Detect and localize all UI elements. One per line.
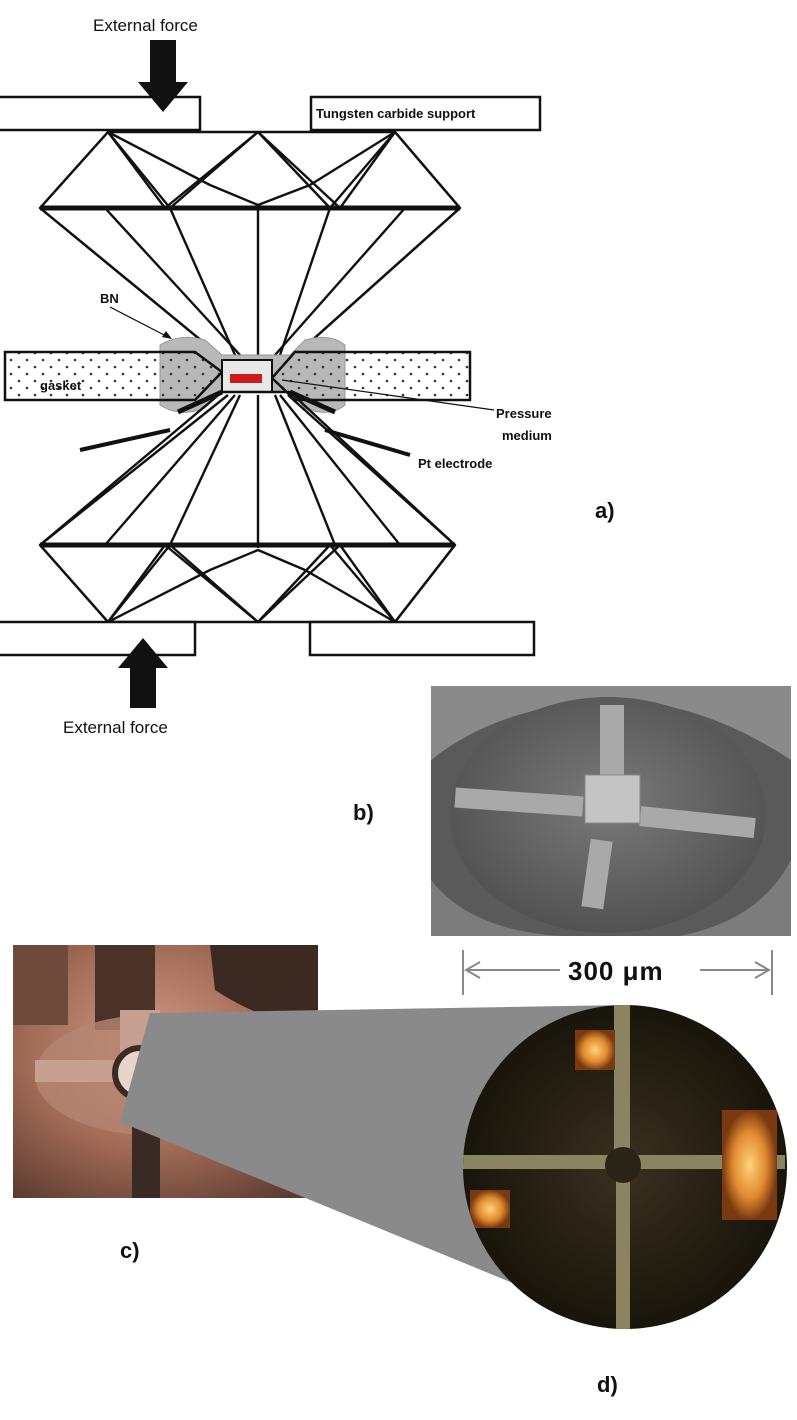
sample: [230, 374, 262, 383]
panel-a-label: a): [595, 498, 615, 523]
bn-leader-head: [162, 331, 172, 339]
panel-b-label: b): [353, 800, 374, 825]
top-left-support-plate: [0, 95, 202, 132]
scale-bar: 300 μm: [462, 950, 773, 995]
external-force-arrow-down: [138, 40, 188, 112]
bottom-right-support-plate: [308, 620, 536, 657]
bottom-left-support-plate: [0, 620, 197, 657]
pt-electrode-label: Pt electrode: [418, 456, 492, 471]
external-force-bottom-label: External force: [63, 718, 168, 737]
panel-d-label: d): [597, 1372, 618, 1397]
upper-diamond: [38, 130, 462, 362]
dac-schematic: External force External force Tungsten c…: [0, 16, 615, 737]
gasket-label: gasket: [40, 378, 82, 393]
pressure-medium-label-line2: medium: [502, 428, 552, 443]
external-force-arrow-up: [118, 638, 168, 708]
pt-electrode-left: [79, 428, 171, 452]
bn-leader: [109, 306, 171, 339]
pressure-medium-label-line1: Pressure: [496, 406, 552, 421]
pressure-medium-leader: [281, 379, 495, 411]
bn-label: BN: [100, 291, 119, 306]
zoomed-image: d): [463, 1005, 787, 1397]
gasket-right: [270, 350, 472, 402]
panel-c-label: c): [120, 1238, 140, 1263]
lower-diamond: [38, 389, 457, 624]
top-right-support-plate: [309, 95, 542, 132]
pt-electrode-right: [324, 428, 411, 457]
scale-bar-label: 300 μm: [568, 956, 664, 986]
tungsten-support-label: Tungsten carbide support: [316, 106, 476, 121]
external-force-top-label: External force: [93, 16, 198, 35]
sem-image: b): [353, 686, 791, 936]
gasket-left: [3, 350, 224, 402]
